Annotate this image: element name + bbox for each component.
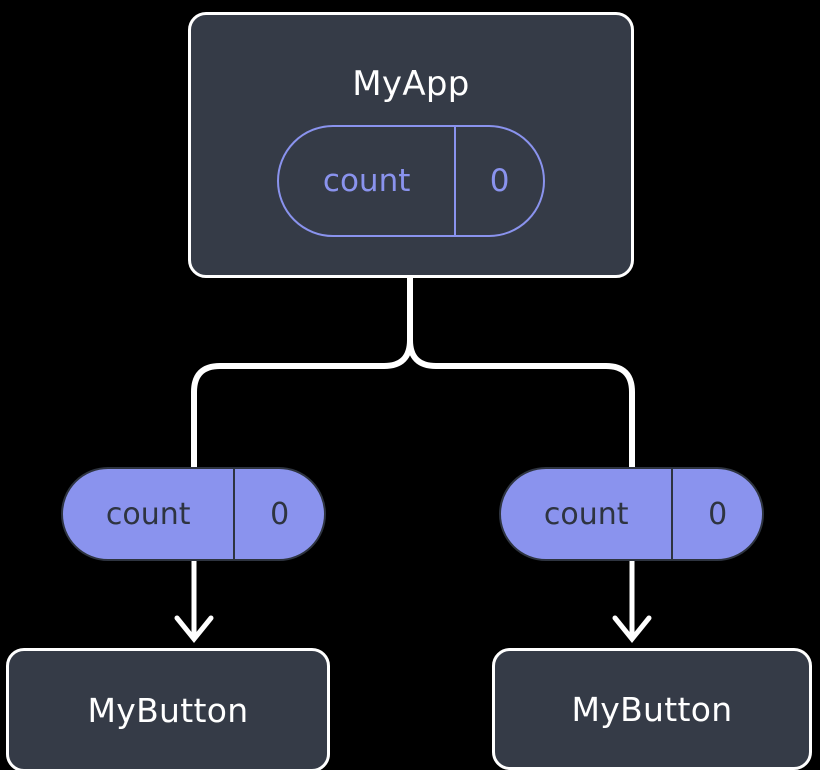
fork-connector-right xyxy=(407,275,635,470)
state-pill-branch-left[interactable]: count 0 xyxy=(61,467,326,561)
component-node-mybutton-left[interactable]: MyButton xyxy=(6,648,330,770)
state-pill-root-value: 0 xyxy=(454,127,543,235)
state-pill-root-key: count xyxy=(322,163,411,199)
state-pill-branch-left-key: count xyxy=(105,496,191,532)
state-pill-branch-left-value: 0 xyxy=(233,469,324,559)
fork-connector xyxy=(191,275,413,470)
state-pill-branch-right-key: count xyxy=(543,496,629,532)
arrow-head-left-icon xyxy=(174,615,214,643)
state-pill-root[interactable]: count 0 xyxy=(277,125,545,237)
component-title-myapp: MyApp xyxy=(352,64,470,104)
component-node-mybutton-right[interactable]: MyButton xyxy=(492,648,812,770)
state-pill-branch-right[interactable]: count 0 xyxy=(499,467,764,561)
component-title-mybutton-left: MyButton xyxy=(87,690,249,730)
state-pill-branch-right-value: 0 xyxy=(671,469,762,559)
arrow-head-right-icon xyxy=(612,615,652,643)
component-title-mybutton-right: MyButton xyxy=(571,689,733,729)
